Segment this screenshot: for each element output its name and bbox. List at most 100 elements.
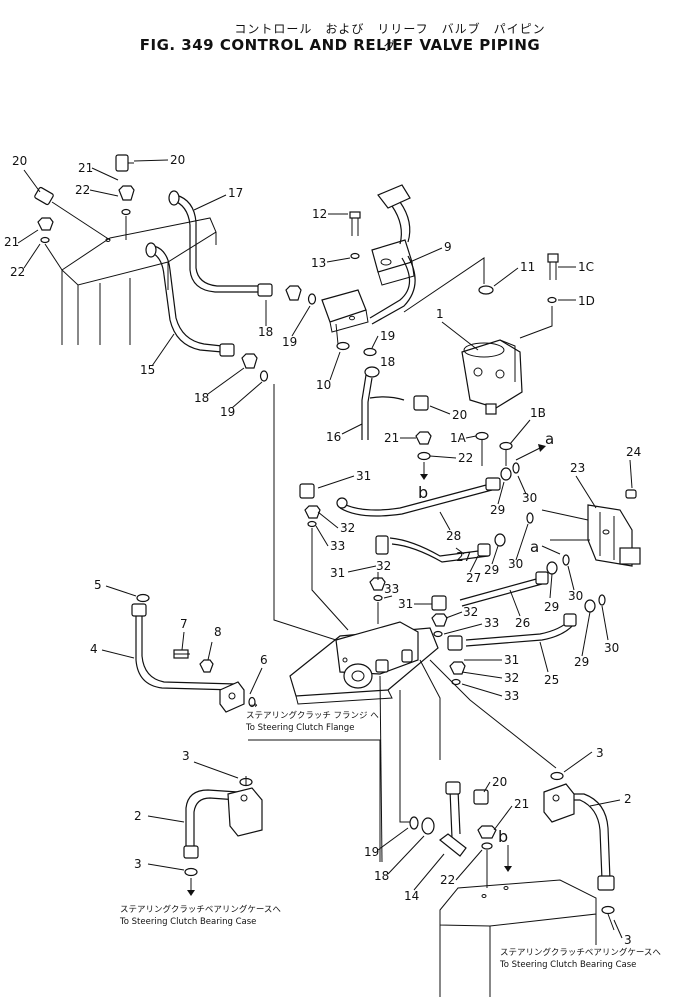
- label-31d: 31: [504, 653, 519, 667]
- hose-26: [431, 554, 570, 611]
- pipe-4: [131, 593, 245, 713]
- label-a-lower: a: [530, 538, 539, 556]
- label-20b: 20: [170, 153, 185, 167]
- label-20d: 20: [492, 775, 507, 789]
- label-b-lower: b: [498, 827, 508, 846]
- figure-title: FIG. 349 CONTROL AND RELIEF VALVE PIPING: [139, 36, 541, 54]
- label-33d: 33: [504, 689, 519, 703]
- note-bearing-en-right: To Steering Clutch Bearing Case: [499, 960, 636, 970]
- label-21a: 21: [78, 161, 93, 175]
- label-23: 23: [570, 461, 585, 475]
- label-22d: 22: [440, 873, 455, 887]
- destination-notes: ステアリングクラッチ フランジ へ To Steering Clutch Fla…: [119, 710, 661, 970]
- label-5: 5: [94, 578, 102, 592]
- label-18c: 18: [380, 355, 395, 369]
- label-11: 11: [520, 260, 535, 274]
- hose-28: [299, 462, 520, 517]
- label-33b: 33: [384, 582, 399, 596]
- label-21c: 21: [384, 431, 399, 445]
- label-1D: 1D: [578, 294, 595, 308]
- label-2b: 2: [624, 792, 632, 806]
- label-28: 28: [446, 529, 461, 543]
- label-31b: 31: [330, 566, 345, 580]
- note-bearing-jp-left: ステアリングクラッチベアリングケースへ: [120, 904, 281, 915]
- label-7: 7: [180, 617, 188, 631]
- label-27b: 27: [466, 571, 481, 585]
- label-30d: 30: [604, 641, 619, 655]
- label-24: 24: [626, 445, 641, 459]
- label-8: 8: [214, 625, 222, 639]
- label-32c: 32: [463, 605, 478, 619]
- label-25: 25: [544, 673, 559, 687]
- label-31c: 31: [398, 597, 413, 611]
- label-3a: 3: [182, 749, 190, 763]
- label-15: 15: [140, 363, 155, 377]
- label-1B: 1B: [530, 406, 546, 420]
- label-22b: 22: [10, 265, 25, 279]
- label-1C: 1C: [578, 260, 594, 274]
- label-31a: 31: [356, 469, 371, 483]
- label-16: 16: [326, 430, 341, 444]
- label-19c: 19: [380, 329, 395, 343]
- label-6: 6: [260, 653, 268, 667]
- left-tank: [61, 217, 217, 345]
- note-bearing-jp-right: ステアリングクラッチベアリングケースへ: [500, 947, 661, 958]
- label-20c: 20: [452, 408, 467, 422]
- fittings-left: [219, 283, 317, 382]
- label-1A: 1A: [450, 431, 467, 445]
- label-19b: 19: [220, 405, 235, 419]
- hose-27: [375, 512, 534, 563]
- label-19a: 19: [282, 335, 297, 349]
- note-flange-jp: ステアリングクラッチ フランジ へ: [246, 710, 379, 721]
- title-japanese: コントロール および リリーフ バルブ パイピング: [234, 22, 546, 53]
- right-tank: [439, 879, 597, 997]
- label-27: 27: [456, 550, 471, 564]
- label-29d: 29: [574, 655, 589, 669]
- pipe-2-left: [183, 776, 263, 896]
- note-flange-en: To Steering Clutch Flange: [245, 723, 354, 733]
- label-3d: 3: [624, 933, 632, 947]
- label-19d: 19: [364, 845, 379, 859]
- label-29c: 29: [544, 600, 559, 614]
- label-26: 26: [515, 616, 530, 630]
- pipe-2-right: [543, 771, 615, 931]
- label-1: 1: [436, 307, 444, 321]
- pipe-14: [409, 781, 512, 888]
- label-4: 4: [90, 642, 98, 656]
- main-valve-body: [289, 621, 439, 705]
- label-33a: 33: [330, 539, 345, 553]
- label-14: 14: [404, 889, 419, 903]
- control-valve-1: [461, 253, 559, 451]
- label-20a: 20: [12, 154, 27, 168]
- label-30b: 30: [508, 557, 523, 571]
- note-bearing-en-left: To Steering Clutch Bearing Case: [119, 917, 256, 927]
- label-2a: 2: [134, 809, 142, 823]
- label-12: 12: [312, 207, 327, 221]
- label-32b: 32: [376, 559, 391, 573]
- label-a-upper: a: [545, 430, 554, 448]
- label-b-upper: b: [418, 483, 428, 502]
- label-3c: 3: [596, 746, 604, 760]
- label-21d: 21: [514, 797, 529, 811]
- label-32d: 32: [504, 671, 519, 685]
- label-17: 17: [228, 186, 243, 200]
- bracket-23: [541, 489, 641, 567]
- label-9: 9: [444, 240, 452, 254]
- label-29b: 29: [484, 563, 499, 577]
- label-18b: 18: [194, 391, 209, 405]
- label-33c: 33: [484, 616, 499, 630]
- pipe-15: [145, 242, 223, 353]
- arrow-6: →: [250, 701, 258, 711]
- label-10: 10: [316, 378, 331, 392]
- label-29a: 29: [490, 503, 505, 517]
- label-30c: 30: [568, 589, 583, 603]
- label-21b: 21: [4, 235, 19, 249]
- label-22a: 22: [75, 183, 90, 197]
- relief-valve-block-9: [321, 184, 416, 333]
- label-13: 13: [311, 256, 326, 270]
- pipe-16: [336, 341, 432, 480]
- pipe-17: [168, 190, 262, 293]
- callout-labels: 20 21 22 20 17 21 22 15 18 19 18 19 12: [4, 153, 641, 947]
